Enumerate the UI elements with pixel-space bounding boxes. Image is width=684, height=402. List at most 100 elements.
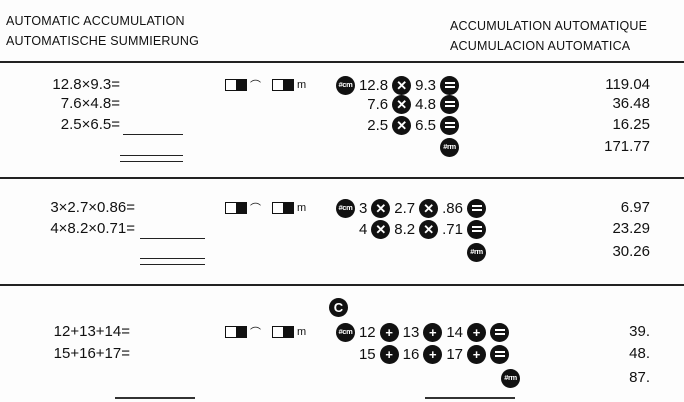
expression: 3×2.7×0.86= <box>50 199 135 216</box>
title-de: AUTOMATISCHE SUMMIERUNG <box>6 34 200 48</box>
key-sequence: #rm <box>439 136 460 158</box>
equals-key-icon <box>440 75 459 95</box>
key-entry: 17 <box>446 345 463 363</box>
switch-memory-label: m <box>297 326 307 338</box>
title-es: ACUMULACION AUTOMATICA <box>450 39 631 53</box>
multiply-key-icon: ✕ <box>392 75 412 95</box>
switch-memory-label: m <box>297 202 307 214</box>
multiply-key-icon: ✕ <box>371 198 391 218</box>
switch-memory-icon <box>272 202 294 214</box>
expression: 15+16+17= <box>53 345 130 362</box>
total-double-line <box>140 258 205 265</box>
result: 30.26 <box>612 243 650 260</box>
switch-accumulate-icon <box>225 326 247 338</box>
switch-accumulate-label: ⌒ <box>250 203 261 215</box>
result: 16.25 <box>612 116 650 133</box>
expression: 12.8×9.3= <box>52 76 120 93</box>
key-entry: 2.7 <box>394 199 416 217</box>
key-entry: .71 <box>442 220 463 238</box>
equals-key-icon <box>467 219 486 239</box>
plus-key-icon: + <box>379 322 399 342</box>
equals-key-icon <box>440 115 459 135</box>
switch-group: ⌒m <box>225 200 306 216</box>
key-sequence: C <box>328 296 349 318</box>
header-left: AUTOMATIC ACCUMULATION AUTOMATISCHE SUMM… <box>6 11 199 51</box>
recall-memory-key-icon: #rm <box>501 368 520 388</box>
key-sequence: #rm <box>500 367 521 389</box>
switch-memory-icon <box>272 326 294 338</box>
divider <box>0 61 684 63</box>
key-entry: 3 <box>358 199 368 217</box>
key-sequence: 2.5✕6.5 <box>366 114 460 136</box>
total-double-line <box>120 155 183 162</box>
key-entry: 2.5 <box>367 116 389 134</box>
key-entry: 12 <box>358 323 376 341</box>
key-entry: 6.5 <box>415 116 436 134</box>
equals-key-icon <box>440 94 459 114</box>
scan-mark <box>425 397 515 399</box>
divider <box>0 177 684 179</box>
scan-mark <box>115 397 195 399</box>
clear-memory-key-icon: #cm <box>335 75 355 95</box>
key-entry: 15 <box>358 345 376 363</box>
key-entry: 13 <box>402 323 420 341</box>
key-entry: .86 <box>442 199 463 217</box>
plus-key-icon: + <box>379 344 399 364</box>
switch-accumulate-icon <box>225 202 247 214</box>
clear-memory-key-icon: #cm <box>335 322 355 342</box>
multiply-key-icon: ✕ <box>419 198 439 218</box>
switch-group: ⌒m <box>225 324 306 340</box>
result: 6.97 <box>620 199 650 216</box>
clear-key-icon: C <box>329 297 348 317</box>
key-sequence: 7.6✕4.8 <box>366 93 460 115</box>
equals-key-icon <box>467 198 486 218</box>
key-entry: 7.6 <box>367 95 389 113</box>
title-en: AUTOMATIC ACCUMULATION <box>6 14 185 28</box>
expression: 4×8.2×0.71= <box>50 220 135 237</box>
result: 48. <box>629 345 650 362</box>
result: 87. <box>629 369 650 386</box>
recall-memory-key-icon: #rm <box>440 137 459 157</box>
equals-key-icon <box>490 322 509 342</box>
answer-blank <box>140 238 205 239</box>
switch-accumulate-icon <box>225 79 247 91</box>
switch-group: ⌒m <box>225 77 306 93</box>
key-entry: 16 <box>402 345 420 363</box>
plus-key-icon: + <box>467 344 486 364</box>
recall-memory-key-icon: #rm <box>467 242 486 262</box>
multiply-key-icon: ✕ <box>392 94 412 114</box>
result: 36.48 <box>612 95 650 112</box>
expression: 12+13+14= <box>53 323 130 340</box>
key-entry: 14 <box>446 323 463 341</box>
key-entry: 8.2 <box>394 220 416 238</box>
header-right: ACCUMULATION AUTOMATIQUE ACUMULACION AUT… <box>450 16 647 56</box>
key-entry: 12.8 <box>358 76 389 94</box>
multiply-key-icon: ✕ <box>371 219 391 239</box>
plus-key-icon: + <box>423 344 443 364</box>
plus-key-icon: + <box>467 322 486 342</box>
multiply-key-icon: ✕ <box>419 219 439 239</box>
title-fr: ACCUMULATION AUTOMATIQUE <box>450 19 648 33</box>
switch-accumulate-label: ⌒ <box>250 327 261 339</box>
multiply-key-icon: ✕ <box>392 115 412 135</box>
expression: 7.6×4.8= <box>60 95 120 112</box>
answer-blank <box>123 134 183 135</box>
key-sequence: 4✕8.2✕.71 <box>358 218 487 240</box>
key-entry: 4 <box>358 220 368 238</box>
key-sequence: #rm <box>466 241 487 263</box>
key-entry: 4.8 <box>415 95 436 113</box>
switch-memory-label: m <box>297 79 307 91</box>
clear-memory-key-icon: #cm <box>335 198 355 218</box>
result: 39. <box>629 323 650 340</box>
key-entry: 9.3 <box>415 76 436 94</box>
expression: 2.5×6.5= <box>60 116 120 133</box>
result: 23.29 <box>612 220 650 237</box>
result: 119.04 <box>605 76 650 93</box>
divider <box>0 284 684 286</box>
switch-memory-icon <box>272 79 294 91</box>
equals-key-icon <box>490 344 509 364</box>
